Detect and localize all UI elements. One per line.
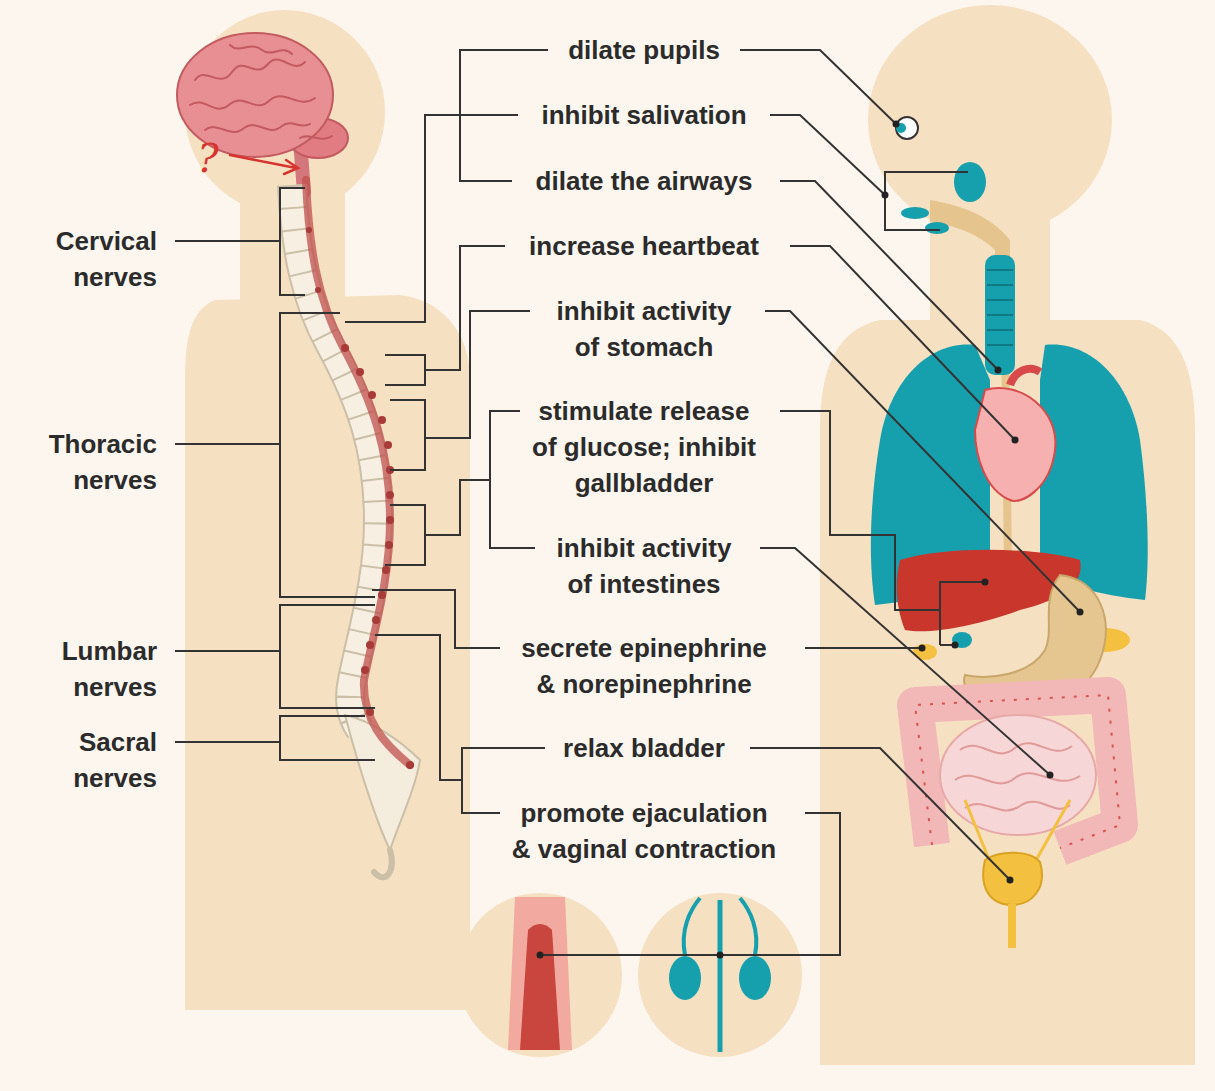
brain — [177, 33, 348, 192]
intestine-markings — [915, 695, 1120, 848]
gland-bracket — [885, 172, 968, 230]
effect-label: relax bladder — [561, 730, 727, 766]
nerve-roots — [306, 227, 414, 769]
salivary-gland — [925, 222, 949, 234]
nerve-region-label: Sacral nerves — [69, 724, 157, 796]
reproductive-insets — [458, 893, 802, 1057]
salivary-gland — [954, 162, 986, 202]
nerve-region-label: Cervical nerves — [51, 223, 157, 295]
vertebrae — [292, 185, 378, 730]
spinal-cord — [306, 180, 410, 765]
spinal-column — [292, 180, 420, 877]
vas-deferens — [740, 898, 756, 955]
inset-circle — [638, 893, 802, 1057]
effect-label: inhibit activity of intestines — [555, 530, 734, 602]
urethra — [718, 900, 723, 1052]
nerve-region-label: Thoracic nerves — [44, 426, 157, 498]
coccyx — [374, 850, 392, 877]
eye — [896, 117, 918, 139]
handwritten-note: ? — [195, 136, 221, 180]
vas-deferens — [684, 898, 700, 955]
small-intestine — [940, 715, 1096, 835]
effect-label: promote ejaculation & vaginal contractio… — [510, 795, 779, 867]
effect-label: dilate pupils — [566, 32, 722, 68]
heart — [975, 388, 1055, 501]
effect-label: inhibit activity of stomach — [555, 293, 734, 365]
aorta — [1010, 369, 1040, 385]
leader-lines-left — [345, 50, 548, 813]
urethra — [1008, 904, 1016, 948]
effect-label: increase heartbeat — [527, 228, 761, 264]
adrenal-gland — [913, 644, 937, 660]
effect-label: inhibit salivation — [539, 97, 749, 133]
small-intestine-folds — [955, 743, 1080, 810]
vertebrae-outline — [292, 185, 378, 730]
nerve-brackets — [175, 188, 375, 760]
effect-label: dilate the airways — [534, 163, 755, 199]
annotation-arrow — [230, 155, 298, 174]
left-body-silhouette — [185, 10, 470, 1010]
brain-folds — [190, 45, 332, 139]
vaginal-canal — [520, 924, 560, 1050]
torso-shape — [185, 295, 470, 1010]
effect-label: secrete epinephrine & norepinephrine — [519, 630, 769, 702]
organs — [871, 117, 1148, 948]
trachea-rings — [987, 270, 1013, 345]
salivary-gland — [901, 207, 929, 219]
effect-label: stimulate release of glucose; inhibit ga… — [530, 393, 758, 501]
vertebra-gaps — [292, 185, 378, 730]
large-intestine — [915, 695, 1120, 848]
inset-circle — [458, 893, 622, 1057]
gallbladder — [952, 632, 972, 648]
testis — [739, 956, 771, 1000]
vaginal-wall — [508, 897, 572, 1050]
nerve-region-label: Lumbar nerves — [57, 633, 157, 705]
testis — [669, 956, 701, 1000]
trachea — [985, 255, 1015, 375]
